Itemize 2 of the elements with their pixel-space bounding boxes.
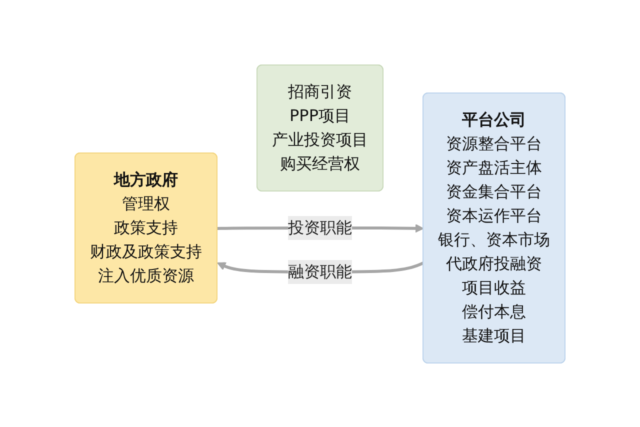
edge-label: 投资职能 — [288, 218, 352, 236]
edge-label: 融资职能 — [288, 262, 352, 280]
